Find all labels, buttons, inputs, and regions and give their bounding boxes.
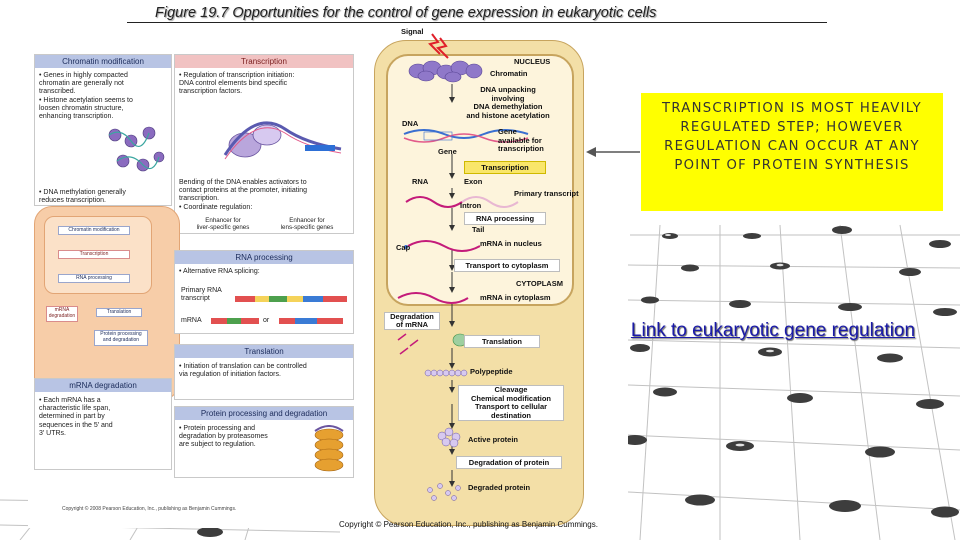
rna-label: RNA — [412, 177, 429, 186]
mini-translation-box: Translation — [96, 308, 142, 317]
nucleus-label: NUCLEUS — [514, 57, 551, 66]
gene-available-label: Gene available for transcription — [498, 127, 544, 153]
panel-protein-processing: Protein processing and degradation • Pro… — [174, 406, 354, 478]
mini-mrna-degradation-box: mRNA degradation — [46, 306, 78, 322]
proteasome-icon — [314, 425, 344, 472]
mini-transcription-box: Transcription — [58, 250, 130, 259]
dna-bending-illustration — [223, 121, 342, 160]
histone-illustration — [108, 126, 165, 172]
copyright-left: Copyright © 2008 Pearson Education, Inc.… — [62, 506, 237, 512]
mini-protein-processing-box: Protein processing and degradation — [94, 330, 148, 346]
figure-19-7: Chromatin modification • Genes in highly… — [28, 27, 628, 528]
panel-mrna-degradation: mRNA degradation • Each mRNA has a chara… — [34, 378, 172, 470]
or-label: or — [263, 317, 270, 324]
panel-text: • Protein processing and degradation by … — [179, 425, 268, 449]
panel-transcription: Transcription • Regulation of transcript… — [174, 54, 354, 234]
eukaryotic-gene-regulation-link[interactable]: Link to eukaryotic gene regulation — [630, 320, 916, 341]
dna-unpacking-label: DNA unpacking involving DNA demethylatio… — [466, 85, 550, 120]
degradation-mrna-step: Degradation of mRNA — [384, 312, 440, 330]
intron-label: Intron — [460, 201, 482, 210]
mrna-variant-2 — [279, 318, 343, 324]
cap-label: Cap — [396, 243, 411, 252]
slide-title: Figure 19.7 Opportunities for the contro… — [127, 4, 827, 23]
degradation-protein-step: Degradation of protein — [456, 456, 562, 469]
panel-text: • DNA methylation generally reduces tran… — [39, 189, 126, 205]
tail-label: Tail — [472, 225, 485, 234]
primary-transcript-bar — [235, 296, 347, 302]
panel-title: Translation — [175, 345, 353, 358]
panel-text: Bending of the DNA enables activators to… — [179, 179, 308, 211]
polypeptide-label: Polypeptide — [470, 367, 513, 376]
mrna-label: mRNA — [181, 317, 202, 324]
mini-chromatin-box: Chromatin modification — [58, 226, 130, 235]
panel-translation: Translation • Initiation of translation … — [174, 344, 354, 400]
panel-title: Transcription — [175, 55, 353, 68]
chromatin-label: Chromatin — [490, 69, 528, 78]
mrna-cytoplasm-label: mRNA in cytoplasm — [480, 293, 551, 302]
callout-note: TRANSCRIPTION IS MOST HEAVILY REGULATED … — [641, 93, 943, 211]
rna-processing-step: RNA processing — [464, 212, 546, 225]
enhancer-lens-label: Enhancer for lens-specific genes — [280, 217, 334, 231]
mini-rna-processing-box: RNA processing — [58, 274, 130, 283]
cytoplasm-label: CYTOPLASM — [516, 279, 563, 288]
active-protein-label: Active protein — [468, 435, 519, 444]
transport-cytoplasm-step: Transport to cytoplasm — [454, 259, 560, 272]
degraded-protein-label: Degraded protein — [468, 483, 531, 492]
panel-title: RNA processing — [175, 251, 353, 264]
panel-title: Chromatin modification — [35, 55, 171, 68]
panel-title: Protein processing and degradation — [175, 407, 353, 420]
exon-label: Exon — [464, 177, 483, 186]
translation-step: Translation — [464, 335, 540, 348]
dna-label: DNA — [402, 119, 419, 128]
flow-graphics — [397, 33, 529, 501]
panel-text: • Each mRNA has a characteristic life sp… — [39, 397, 113, 437]
panel-title: mRNA degradation — [35, 379, 171, 392]
primary-transcript-flow-label: Primary transcript — [514, 189, 579, 198]
panel-chromatin-modification: Chromatin modification • Genes in highly… — [34, 54, 172, 206]
panel-rna-processing: RNA processing • Alternative RNA splicin… — [174, 250, 354, 334]
mrna-variant-1 — [211, 318, 259, 324]
panel-text: • Alternative RNA splicing: — [179, 268, 260, 275]
copyright-bottom: Copyright © Pearson Education, Inc., pub… — [339, 520, 598, 529]
signal-label: Signal — [401, 27, 424, 36]
callout-arrow — [586, 147, 640, 157]
transcription-step: Transcription — [464, 161, 546, 174]
mrna-nucleus-label: mRNA in nucleus — [480, 239, 542, 248]
primary-transcript-label: Primary RNA transcript — [181, 287, 222, 303]
panel-text: • Regulation of transcription initiation… — [179, 72, 295, 96]
cleavage-step: Cleavage Chemical modification Transport… — [458, 385, 564, 421]
panel-text: • Genes in highly compacted chromatin ar… — [39, 72, 133, 121]
enhancer-liver-label: Enhancer for liver-specific genes — [196, 217, 250, 231]
panel-text: • Initiation of translation can be contr… — [179, 363, 307, 379]
gene-label: Gene — [438, 147, 457, 156]
